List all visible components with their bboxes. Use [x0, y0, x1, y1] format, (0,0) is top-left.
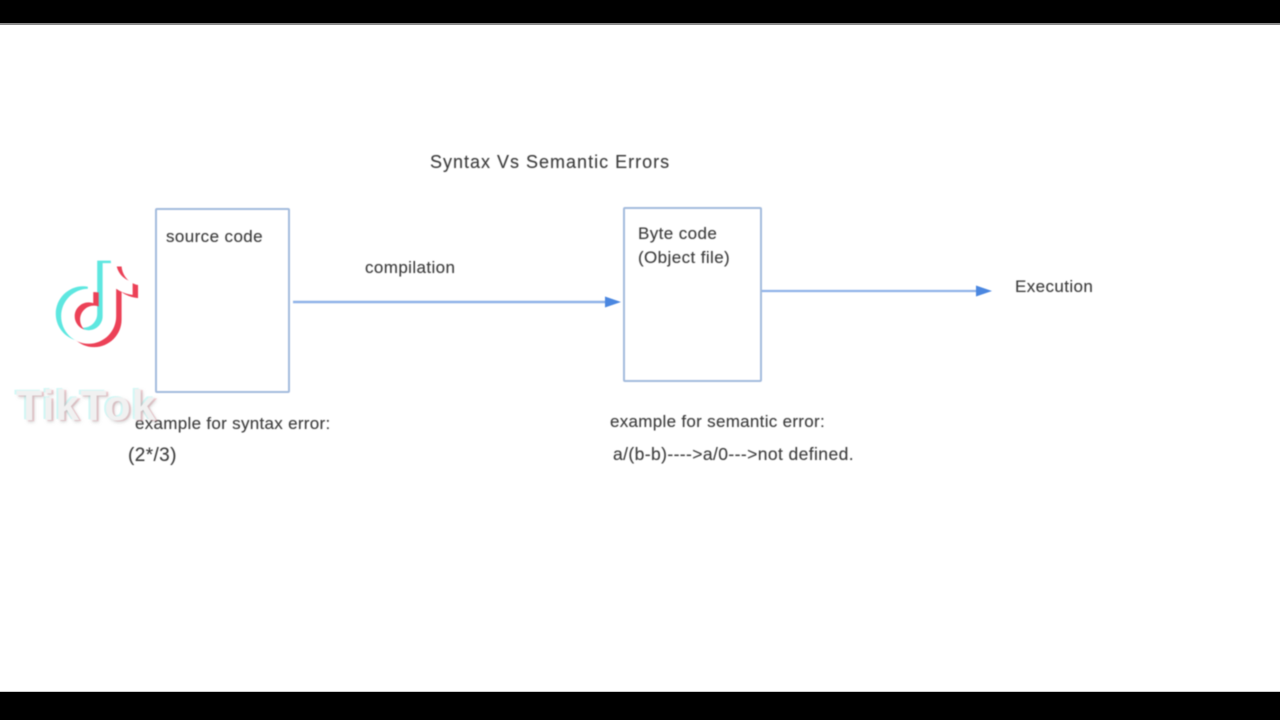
source-code-box: source code	[155, 208, 290, 393]
source-code-box-label: source code	[166, 227, 264, 246]
semantic-example-code: a/(b-b)---->a/0--->not defined.	[613, 444, 854, 464]
syntax-example-heading: example for syntax error:	[135, 414, 331, 433]
compilation-arrow	[293, 296, 621, 308]
semantic-example-heading: example for semantic error:	[610, 412, 826, 431]
top-letterbox-bar	[0, 0, 1280, 25]
bottom-letterbox-bar	[0, 691, 1280, 720]
diagram-canvas: Syntax Vs Semantic Errors source code co…	[0, 25, 1280, 691]
syntax-example-code: (2*/3)	[128, 445, 177, 466]
diagram-title: Syntax Vs Semantic Errors	[430, 152, 671, 172]
byte-code-box-label-line2: (Object file)	[638, 248, 731, 267]
compilation-label: compilation	[365, 258, 456, 277]
byte-code-box: Byte code (Object file)	[623, 207, 762, 382]
execution-arrow	[762, 285, 992, 297]
byte-code-box-label-line1: Byte code	[638, 224, 718, 243]
execution-label: Execution	[1015, 277, 1094, 296]
tiktok-note-icon	[55, 260, 139, 348]
